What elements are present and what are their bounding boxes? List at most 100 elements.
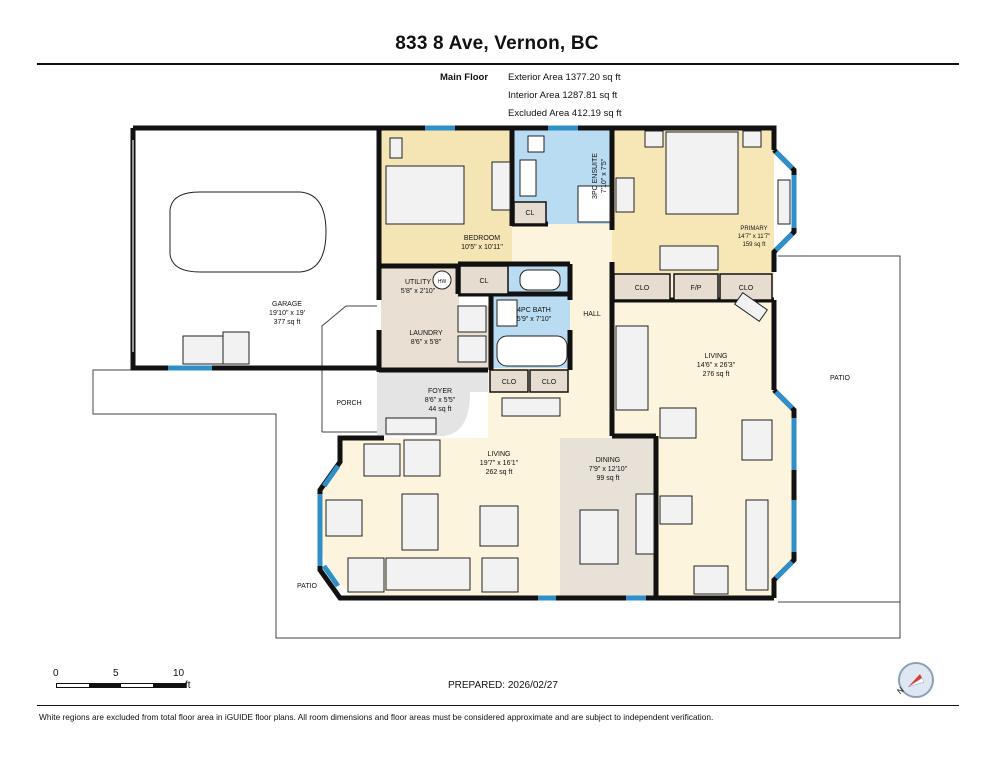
- prepared-date: PREPARED: 2026/02/27: [448, 680, 558, 691]
- scale-tick-0: 0: [53, 668, 59, 679]
- footer-divider: [37, 705, 959, 706]
- living-main-area: 262 sq ft: [486, 469, 513, 476]
- fireplace: [673, 273, 719, 301]
- patio-east-outline: [778, 255, 901, 602]
- room-labels: GARAGE 19'10" x 19' 377 sq ft BEDROOM 10…: [269, 153, 850, 590]
- north-wall: [133, 125, 777, 150]
- window: [774, 390, 794, 410]
- utility-name: UTILITY: [405, 279, 431, 286]
- furniture: [169, 130, 791, 595]
- hall-fill: [570, 266, 612, 438]
- cl-utility-label: CL: [480, 278, 489, 285]
- scale-bar-graphic: [56, 683, 186, 688]
- living-main-name: LIVING: [488, 451, 511, 458]
- laundry-dims: 8'6" x 5'8": [411, 339, 442, 346]
- living-east-dims: 14'6" x 26'3": [697, 362, 736, 369]
- primary-name: PRIMARY: [740, 226, 767, 232]
- primary-dims: 14'7" x 11'7": [738, 234, 770, 240]
- sofa: [615, 325, 649, 411]
- living-east-area: 276 sq ft: [703, 371, 730, 378]
- stove: [693, 565, 729, 595]
- dining-dims: 7'9" x 12'10": [589, 466, 628, 473]
- hw-label: HW: [438, 279, 447, 285]
- clo-primary-left-label: CLO: [635, 285, 650, 292]
- south-west-wall: [317, 435, 774, 601]
- hall-top-fill: [512, 224, 612, 266]
- window: [774, 560, 794, 580]
- clo-primary-right-label: CLO: [739, 285, 754, 292]
- excluded-area: Excluded Area 412.19 sq ft: [508, 108, 622, 119]
- window: [774, 150, 794, 170]
- scale-bar: 0 5 10 ft: [48, 668, 198, 692]
- toilet: [527, 135, 545, 153]
- freezer: [182, 335, 224, 365]
- patio-west-outline: [92, 369, 901, 639]
- bedroom-dims: 10'5" x 10'11": [461, 244, 503, 251]
- ensuite-name: 3PC ENSUITE: [592, 153, 599, 199]
- primary-area: 159 sq ft: [742, 242, 765, 248]
- porch-outline: [321, 305, 377, 370]
- exterior-outlines: [92, 255, 901, 639]
- hall-name: HALL: [583, 311, 601, 318]
- garage-dims: 19'10" x 19': [269, 310, 305, 317]
- dining-area: 99 sq ft: [597, 475, 620, 482]
- window: [774, 232, 794, 252]
- closet-utility: [459, 265, 509, 295]
- scale-tick-10: 10: [173, 668, 185, 679]
- foyer-area: 44 sq ft: [429, 406, 452, 413]
- dining-table: [579, 509, 619, 565]
- coffee-table: [401, 493, 439, 551]
- cl-ensuite-label: CL: [526, 210, 535, 217]
- clo-foyer-1-label: CLO: [502, 379, 517, 386]
- bed-bedroom: [385, 165, 465, 225]
- compass-icon: N: [896, 662, 934, 698]
- sofa-living: [385, 557, 471, 591]
- car-icon: [169, 191, 327, 273]
- compass-north-label: N: [896, 685, 906, 696]
- ensuite-dims: 7'10" x 7'5": [601, 158, 608, 193]
- floor-label: Main Floor: [440, 72, 489, 83]
- garage-name: GARAGE: [272, 301, 302, 308]
- foyer-dims: 8'6" x 5'5": [425, 397, 456, 404]
- closets: [459, 201, 773, 393]
- bath-name: 4PC BATH: [517, 307, 551, 314]
- scale-tick-5: 5: [113, 668, 119, 679]
- cabinet: [222, 331, 250, 365]
- bathtub: [496, 335, 568, 367]
- porch-name: PORCH: [336, 400, 361, 407]
- fp-label: F/P: [691, 285, 702, 292]
- title-divider: [37, 63, 959, 65]
- closet-foyer-2: [529, 369, 569, 393]
- dresser: [491, 161, 511, 211]
- window: [321, 564, 341, 588]
- windows: [168, 125, 797, 601]
- table: [741, 419, 773, 461]
- shower: [577, 185, 611, 223]
- closet-ensuite: [513, 201, 547, 225]
- foyer-name: FOYER: [428, 388, 452, 395]
- page-title: 833 8 Ave, Vernon, BC: [395, 33, 599, 54]
- exterior-area: Exterior Area 1377.20 sq ft: [508, 72, 621, 83]
- patio-east-name: PATIO: [830, 375, 851, 382]
- clo-foyer-2-label: CLO: [542, 379, 557, 386]
- garage-area: 377 sq ft: [274, 319, 301, 326]
- patio-west-name: PATIO: [297, 583, 318, 590]
- window: [321, 464, 341, 488]
- living-east-name: LIVING: [705, 353, 728, 360]
- water-heater: [432, 270, 452, 290]
- closet-primary-left: [613, 273, 671, 301]
- scale-unit: ft: [185, 680, 191, 691]
- footer-disclaimer: White regions are excluded from total fl…: [39, 712, 714, 722]
- sink: [519, 159, 537, 197]
- living-main-dims: 19'7" x 16'1": [480, 460, 519, 467]
- interior-area: Interior Area 1287.81 sq ft: [508, 90, 618, 101]
- area-summary: Main Floor Exterior Area 1377.20 sq ft In…: [440, 69, 622, 123]
- bedroom-name: BEDROOM: [464, 235, 500, 242]
- closet-foyer-1: [489, 369, 529, 393]
- bath-dims: 5'9" x 7'10": [517, 316, 552, 323]
- dining-name: DINING: [596, 457, 621, 464]
- counter: [745, 499, 769, 591]
- laundry-name: LAUNDRY: [409, 330, 443, 337]
- bed-primary: [665, 131, 739, 215]
